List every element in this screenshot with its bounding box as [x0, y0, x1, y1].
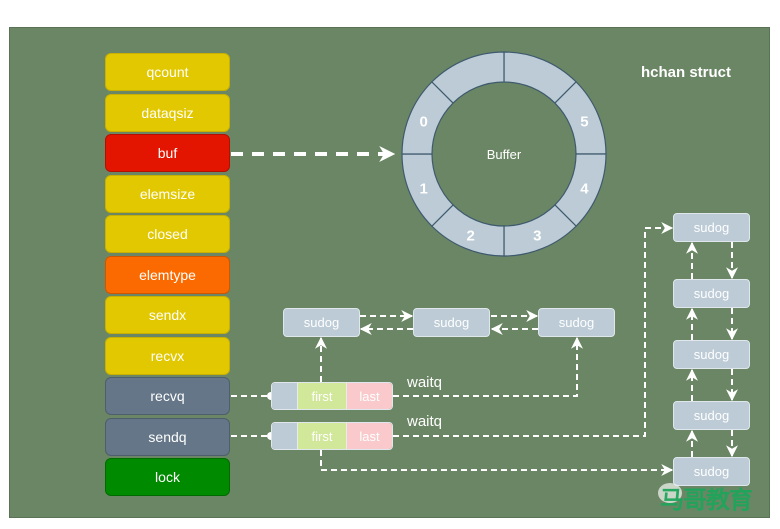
send-last-link	[393, 222, 674, 437]
field-recvq[interactable]: recvq	[105, 377, 230, 415]
field-buf[interactable]: buf	[105, 134, 230, 172]
waitq-last: last	[347, 383, 392, 409]
send-first-link	[320, 450, 674, 476]
recv-last-link	[393, 336, 583, 397]
send-sudog-links	[686, 241, 738, 458]
send-sudog[interactable]: sudog	[673, 213, 750, 242]
buffer-slot[interactable]	[431, 51, 505, 104]
buffer-slot-index: 0	[419, 114, 427, 131]
field-recvx[interactable]: recvx	[105, 336, 230, 375]
recv-sudog[interactable]: sudog	[538, 308, 615, 337]
field-dataqsiz[interactable]: dataqsiz	[105, 93, 230, 132]
field-qcount[interactable]: qcount	[105, 53, 230, 91]
buffer-slot-index: 2	[467, 227, 475, 244]
send-waitq-label: waitq	[407, 413, 443, 430]
send-sudog[interactable]: sudog	[673, 340, 750, 369]
recv-sudog[interactable]: sudog	[413, 308, 490, 337]
send-sudog[interactable]: sudog	[673, 401, 750, 430]
buffer-label: Buffer	[487, 147, 522, 162]
recv-waitq[interactable]: first last	[271, 382, 393, 410]
field-closed[interactable]: closed	[105, 215, 230, 253]
field-elemtype[interactable]: elemtype	[105, 255, 230, 294]
waitq-first: first	[298, 423, 347, 449]
send-sudog[interactable]: sudog	[673, 457, 750, 486]
waitq-header-cell	[272, 423, 298, 449]
waitq-first: first	[298, 383, 347, 409]
buffer-slot-index: 3	[533, 227, 541, 244]
buffer-slot-index: 5	[580, 114, 588, 131]
recv-waitq-label: waitq	[407, 374, 443, 391]
wechat-icon	[658, 483, 682, 503]
field-sendx[interactable]: sendx	[105, 296, 230, 334]
buffer-slot-index: 4	[580, 180, 589, 197]
recv-sudog[interactable]: sudog	[283, 308, 360, 337]
waitq-last: last	[347, 423, 392, 449]
buffer-ring: 5 4 3 2 1 0	[401, 51, 607, 257]
send-sudog[interactable]: sudog	[673, 279, 750, 308]
waitq-header-cell	[272, 383, 298, 409]
field-sendq[interactable]: sendq	[105, 417, 230, 456]
watermark: 马哥教育	[660, 487, 753, 514]
field-elemsize[interactable]: elemsize	[105, 174, 230, 213]
field-lock[interactable]: lock	[105, 458, 230, 496]
send-waitq[interactable]: first last	[271, 422, 393, 450]
diagram-title: hchan struct	[641, 64, 732, 81]
buffer-slot-index: 1	[419, 180, 427, 197]
